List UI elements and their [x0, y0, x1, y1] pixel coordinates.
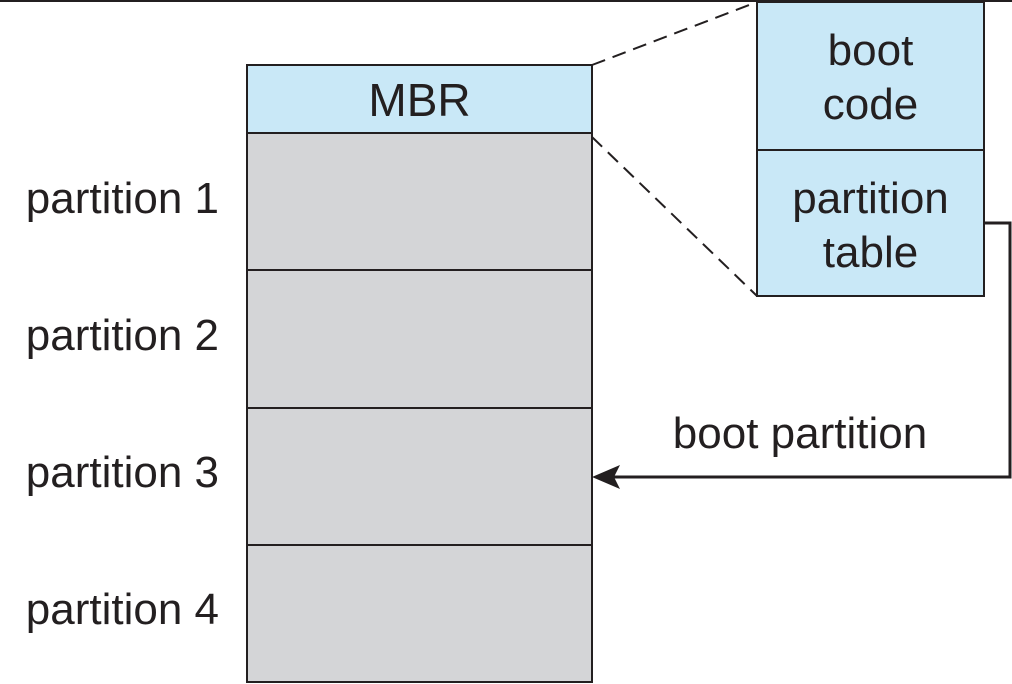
boot-partition-label: boot partition — [673, 409, 927, 458]
boot-code-label-line1: boot — [828, 26, 914, 75]
partition-labels: partition 1 partition 2 partition 3 part… — [26, 174, 219, 634]
partition-4-label: partition 4 — [26, 585, 219, 634]
arrowhead-icon — [592, 465, 620, 489]
partition-1-label: partition 1 — [26, 174, 219, 223]
partition-2-label: partition 2 — [26, 311, 219, 360]
partition-4-block — [246, 544, 593, 683]
partition-table-block — [756, 149, 985, 297]
zoom-line-top — [591, 1, 758, 66]
partition-2-block — [246, 269, 593, 409]
partition-table-label-line2: table — [823, 228, 918, 277]
mbr-label: MBR — [368, 74, 470, 126]
zoom-line-bottom — [591, 136, 758, 297]
partition-3-label: partition 3 — [26, 448, 219, 497]
boot-code-label-line2: code — [823, 80, 918, 129]
partition-table-label-line1: partition — [792, 174, 949, 223]
partition-1-block — [246, 132, 593, 271]
disk-column: MBR — [246, 64, 593, 683]
boot-partition-connector — [612, 221, 1012, 479]
partition-3-block — [246, 407, 593, 546]
zoom-lines — [591, 1, 758, 297]
boot-partition-arrow: boot partition — [592, 221, 1012, 489]
mbr-detail-box: boot code partition table — [756, 1, 985, 297]
boot-code-block — [756, 1, 985, 151]
